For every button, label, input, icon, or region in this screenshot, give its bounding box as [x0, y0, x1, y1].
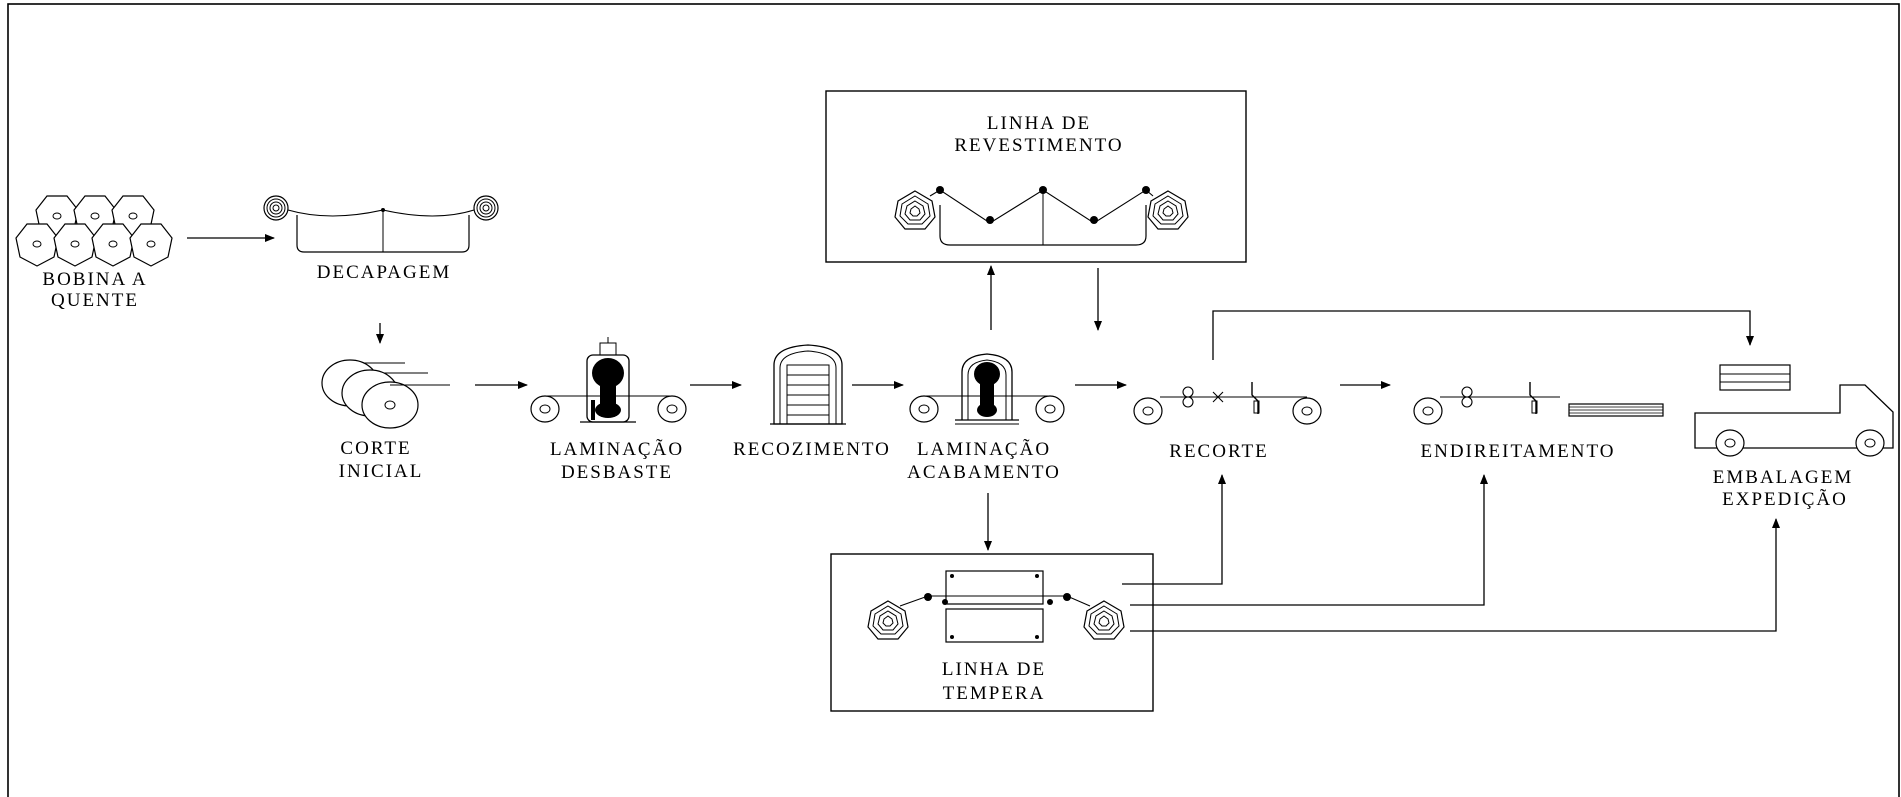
label-tempera-line1: LINHA DE	[942, 659, 1046, 680]
label-endireitamento: ENDIREITAMENTO	[1421, 441, 1616, 462]
label-revestimento-line1: LINHA DE	[987, 113, 1091, 134]
label-bobina-line2: QUENTE	[51, 290, 139, 311]
arrow-tempera-to-embalagem	[1130, 518, 1780, 632]
roughing-mill-icon	[530, 337, 687, 423]
finishing-mill-icon	[909, 353, 1065, 425]
arrow-recorte-to-embalagem	[1212, 310, 1754, 360]
label-acabamento-line2: ACABAMENTO	[907, 462, 1061, 483]
label-embalagem-line1: EMBALAGEM	[1713, 467, 1853, 488]
label-recozimento: RECOZIMENTO	[733, 439, 891, 460]
label-decapagem: DECAPAGEM	[317, 262, 452, 283]
temper-line-box	[830, 553, 1154, 712]
label-corte-line2: INICIAL	[339, 461, 424, 482]
slitting-line-icon	[1133, 382, 1322, 425]
label-acabamento-line1: LAMINAÇÃO	[917, 438, 1051, 460]
diagram-frame	[7, 3, 1900, 797]
label-recorte: RECORTE	[1169, 441, 1268, 462]
initial-cut-coils-icon	[321, 359, 450, 429]
label-desbaste-line2: DESBASTE	[561, 462, 673, 483]
straightening-line-icon	[1413, 382, 1664, 425]
label-revestimento-line2: REVESTIMENTO	[954, 135, 1123, 156]
label-embalagem-line2: EXPEDIÇÃO	[1722, 488, 1848, 510]
label-corte-line1: CORTE	[340, 438, 411, 459]
pickling-line-icon	[263, 195, 499, 253]
coating-line-box	[825, 90, 1247, 263]
label-desbaste-line1: LAMINAÇÃO	[550, 438, 684, 460]
arrow-tempera-to-endireitamento	[1130, 474, 1488, 606]
arrow-tempera-to-recorte	[1122, 474, 1226, 585]
annealing-furnace-icon	[770, 344, 846, 425]
hot-coil-stack-icon	[15, 195, 173, 267]
label-tempera-line2: TEMPERA	[943, 683, 1046, 704]
label-bobina-line1: BOBINA A	[42, 269, 147, 290]
truck-icon	[1694, 364, 1894, 457]
